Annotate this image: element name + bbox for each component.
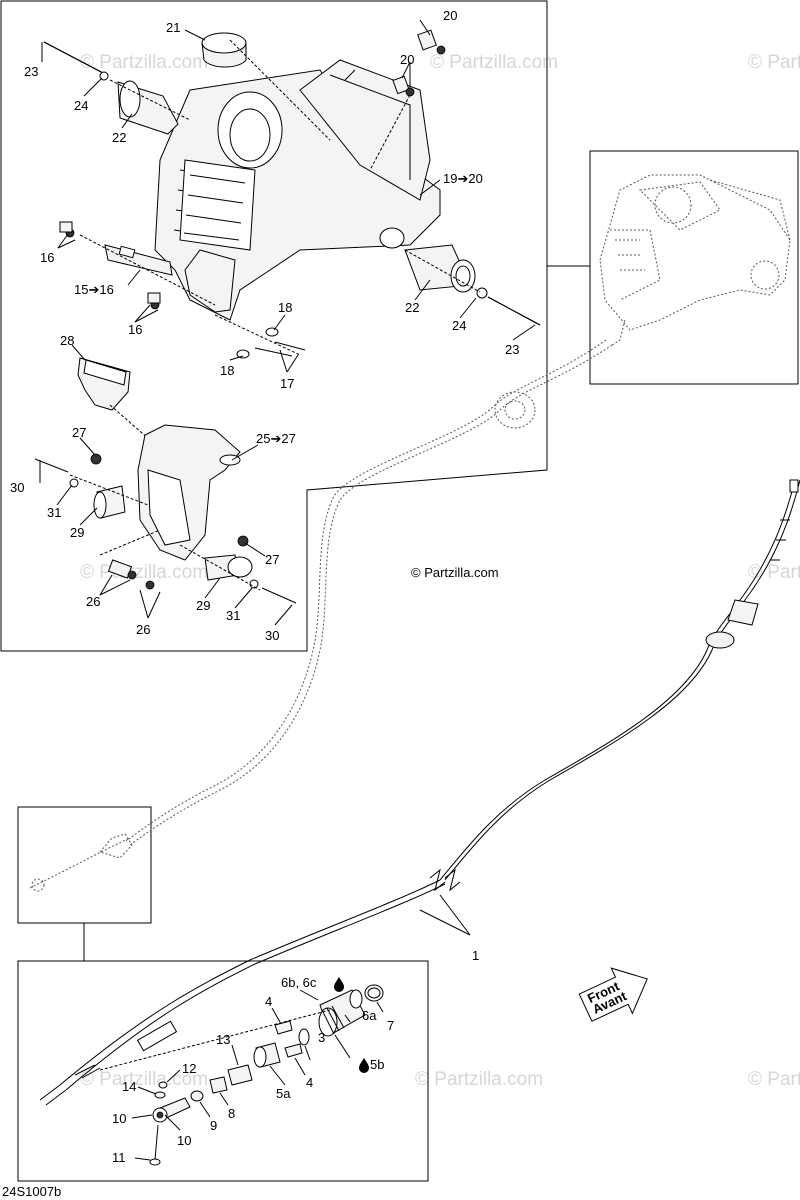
copyright-text: © Partzilla.com [411, 565, 499, 580]
callout-7: 7 [387, 1018, 394, 1033]
part-25-lower-housing [137, 424, 241, 561]
callout-27: 27 [265, 552, 279, 567]
callout-25: 25➔27 [256, 431, 296, 446]
part-22-left-sleeve [117, 80, 179, 135]
steering-housing [154, 59, 441, 321]
part-15-bracket [59, 221, 216, 310]
callout-20: 20 [443, 8, 457, 23]
callout-29: 29 [70, 525, 84, 540]
callout-12: 12 [182, 1061, 196, 1076]
part-20-clips [369, 29, 446, 171]
oil-drop-icon [334, 977, 344, 992]
cable-parts-inset-panel [17, 960, 429, 1182]
cable-routing-path [129, 344, 613, 846]
callout-30: 30 [10, 480, 24, 495]
callout-17: 17 [280, 376, 294, 391]
part-23-right-bolt [404, 249, 541, 326]
callout-14: 14 [122, 1079, 136, 1094]
callout-9: 9 [210, 1118, 217, 1133]
figure-code: 24S1007b [2, 1184, 61, 1199]
callout-28: 28 [60, 333, 74, 348]
callout-5b: 5b [370, 1057, 384, 1072]
engine-inset-panel [589, 150, 799, 385]
callout-16: 16 [128, 322, 142, 337]
callout-19: 19➔20 [443, 171, 483, 186]
part-21-ring [201, 32, 331, 141]
callout-20: 20 [400, 52, 414, 67]
callout-15: 15➔16 [74, 282, 114, 297]
callout-6a: 6a [362, 1008, 377, 1023]
part-28-handle [77, 357, 151, 441]
part-23-left-bolt [43, 41, 191, 121]
svg-text:© Partzilla.com: © Partzilla.com [80, 562, 208, 583]
svg-text:© Partzilla.com: © Partzilla.com [748, 1069, 800, 1090]
callout-31: 31 [226, 608, 240, 623]
callout-13: 13 [216, 1032, 230, 1047]
grommet [494, 391, 536, 429]
part-17-bolts [214, 314, 306, 359]
callout-29: 29 [196, 598, 210, 613]
callout-18: 18 [220, 363, 234, 378]
callout-23: 23 [24, 64, 38, 79]
callout-21: 21 [166, 20, 180, 35]
cable-end-inset-panel [17, 806, 152, 924]
callout-6b-6c: 6b, 6c [281, 975, 317, 990]
callout-11: 11 [112, 1150, 126, 1165]
callout-23: 23 [505, 342, 519, 357]
front-direction-arrow: Front Avant [578, 967, 648, 1022]
cable-end-sketch [29, 833, 133, 892]
engine-sketch [599, 174, 791, 346]
bottom-parts [99, 984, 384, 1166]
svg-text:© Partzilla.com: © Partzilla.com [415, 1069, 543, 1090]
callout-5a: 5a [276, 1086, 291, 1101]
callout-24: 24 [74, 98, 88, 113]
callout-27: 27 [72, 425, 86, 440]
callout-10: 10 [177, 1133, 191, 1148]
callout-26: 26 [136, 622, 150, 637]
callout-16: 16 [40, 250, 54, 265]
svg-text:© Partzilla.com: © Partzilla.com [80, 52, 208, 73]
upper-assembly-panel [0, 0, 548, 652]
callout-22: 22 [405, 300, 419, 315]
part-26-clips [99, 529, 161, 590]
oil-drop-icon [359, 1058, 369, 1073]
part-1-cable [39, 479, 800, 1106]
callout-3: 3 [318, 1030, 325, 1045]
svg-text:© Partzilla.com: © Partzilla.com [430, 52, 558, 73]
callout-10: 10 [112, 1111, 126, 1126]
callout-4: 4 [265, 994, 272, 1009]
leader-lines [39, 19, 536, 1161]
callout-18: 18 [278, 300, 292, 315]
callout-22: 22 [112, 130, 126, 145]
callout-26: 26 [86, 594, 100, 609]
callout-1: 1 [472, 948, 479, 963]
svg-text:© Partzilla.com: © Partzilla.com [748, 52, 800, 73]
callout-30: 30 [265, 628, 279, 643]
callout-8: 8 [228, 1106, 235, 1121]
svg-text:© Partzilla.com: © Partzilla.com [748, 562, 800, 583]
callout-31: 31 [47, 505, 61, 520]
callout-labels: 21 20 20 23 24 22 19➔20 16 15➔16 16 18 1… [10, 8, 519, 1165]
callout-24: 24 [452, 318, 466, 333]
part-22-right-sleeve [404, 244, 476, 293]
callout-4: 4 [306, 1075, 313, 1090]
